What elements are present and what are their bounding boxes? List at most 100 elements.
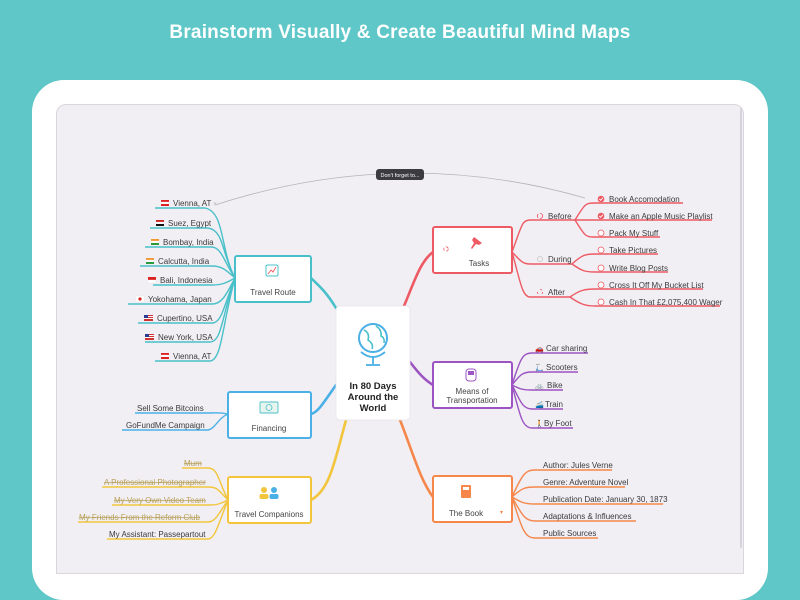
pin-icon	[471, 237, 482, 249]
scooter-icon: 🛴	[535, 363, 544, 372]
node-the-book[interactable]: The Book ▾	[432, 475, 513, 523]
train-icon	[465, 368, 477, 382]
flag-icon-jp	[135, 295, 145, 303]
companion-item-1[interactable]: Mum	[184, 459, 202, 468]
node-travel-route-title: Travel Route	[250, 288, 296, 297]
tooltip-text: Don't forget to...	[381, 173, 420, 179]
people-icon	[259, 487, 279, 499]
vertical-scrollbar[interactable]	[740, 108, 742, 548]
node-travel-route[interactable]: Travel Route	[234, 255, 312, 303]
transport-item-4[interactable]: Train	[545, 400, 563, 409]
financing-item-2[interactable]: GoFundMe Campaign	[126, 421, 205, 430]
flag-icon-in	[150, 239, 160, 245]
book-icon	[461, 485, 471, 498]
book-item-5[interactable]: Public Sources	[543, 529, 596, 538]
route-item-6[interactable]: Yokohama, Japan	[148, 295, 212, 304]
checkbox-empty-icon[interactable]	[597, 229, 605, 237]
task-item-5[interactable]: Write Blog Posts	[609, 264, 668, 273]
node-travel-companions[interactable]: Travel Companions	[227, 476, 312, 524]
task-item-3[interactable]: Pack My Stuff	[609, 229, 659, 238]
check-icon[interactable]	[597, 195, 605, 203]
transport-item-3[interactable]: Bike	[547, 381, 563, 390]
companion-item-2[interactable]: A Professional Photographer	[104, 478, 206, 487]
flag-icon-us	[145, 334, 154, 340]
branch-companions	[309, 418, 348, 502]
flag-icon-us	[144, 315, 153, 321]
progress-icon	[536, 255, 544, 263]
node-transportation[interactable]: Means of Transportation	[432, 361, 513, 409]
checkbox-empty-icon[interactable]	[597, 281, 605, 289]
companion-item-4[interactable]: My Friends From the Reform Club	[79, 513, 200, 522]
travel-route-items: Vienna, AT × Suez, Egypt Bombay, India C…	[135, 199, 217, 361]
chevron-down-icon[interactable]: ▾	[500, 510, 503, 516]
task-item-6[interactable]: Cross It Off My Bucket List	[609, 281, 704, 290]
task-item-4[interactable]: Take Pictures	[609, 246, 657, 255]
tasks-group-during[interactable]: During	[548, 255, 572, 264]
transport-leaf-lines	[511, 352, 588, 429]
book-leaf-lines	[511, 469, 663, 539]
train-icon: 🚄	[535, 400, 544, 409]
node-tasks-title: Tasks	[469, 259, 489, 268]
task-item-7[interactable]: Cash In That £2,075,400 Wager	[609, 298, 723, 307]
flag-icon-at	[160, 200, 170, 206]
mind-map[interactable]: Don't forget to... Vienna, AT × Suez, Eg…	[0, 0, 800, 562]
page-headline: Brainstorm Visually & Create Beautiful M…	[169, 22, 631, 43]
map-icon	[265, 264, 279, 277]
book-item-4[interactable]: Adaptations & Influences	[543, 512, 632, 521]
car-icon: 🚗	[535, 346, 544, 353]
center-title-line2: Around the	[348, 392, 399, 403]
node-transport-title-2: Transportation	[446, 396, 497, 405]
node-center[interactable]: In 80 Days Around the World	[335, 305, 411, 421]
companion-item-5[interactable]: My Assistant: Passepartout	[109, 530, 206, 539]
flag-icon-eg	[155, 220, 165, 226]
transport-item-5[interactable]: By Foot	[544, 419, 572, 428]
node-book-title: The Book	[449, 509, 484, 518]
branch-travel-route	[309, 276, 338, 310]
book-item-3[interactable]: Publication Date: January 30, 1873	[543, 495, 668, 504]
relationship-tooltip[interactable]	[376, 169, 424, 180]
tasks-group-after[interactable]: After	[548, 288, 565, 297]
book-item-1[interactable]: Author: Jules Verne	[543, 461, 613, 470]
node-transport-title-1: Means of	[456, 387, 490, 396]
companion-item-3[interactable]: My Very Own Video Team	[114, 496, 206, 505]
node-financing[interactable]: Financing	[227, 391, 312, 439]
bike-icon: 🚲	[535, 383, 544, 390]
financing-item-1[interactable]: Sell Some Bitcoins	[137, 404, 204, 413]
transport-item-1[interactable]: Car sharing	[546, 344, 587, 353]
route-item-9[interactable]: Vienna, AT	[173, 352, 212, 361]
tasks-group-before[interactable]: Before	[548, 212, 572, 221]
task-item-2[interactable]: Make an Apple Music Playlist	[609, 212, 713, 221]
transport-item-2[interactable]: Scooters	[546, 363, 578, 372]
checkbox-empty-icon[interactable]	[597, 246, 605, 254]
financing-leaf-lines	[122, 412, 229, 431]
travel-route-leaf-lines	[128, 207, 236, 362]
globe-icon	[358, 323, 388, 366]
route-item-8[interactable]: New York, USA	[158, 333, 213, 342]
check-icon[interactable]	[597, 212, 605, 220]
flag-icon-in	[145, 258, 155, 264]
flag-icon-at	[160, 353, 170, 359]
node-tasks[interactable]: Tasks	[432, 226, 513, 274]
progress-icon	[536, 288, 544, 296]
route-item-1[interactable]: Vienna, AT	[173, 199, 212, 208]
route-item-5[interactable]: Bali, Indonesia	[160, 276, 213, 285]
progress-icon	[536, 212, 544, 220]
center-title-line3: World	[360, 403, 387, 414]
route-item-2[interactable]: Suez, Egypt	[168, 219, 212, 228]
book-item-2[interactable]: Genre: Adventure Novel	[543, 478, 629, 487]
route-item-4[interactable]: Calcutta, India	[158, 257, 210, 266]
progress-icon	[443, 246, 449, 252]
money-icon	[259, 401, 279, 414]
node-financing-title: Financing	[252, 424, 287, 433]
route-item-7[interactable]: Cupertino, USA	[157, 314, 213, 323]
branch-tasks	[402, 250, 435, 308]
center-title-line1: In 80 Days	[350, 381, 397, 392]
task-item-1[interactable]: Book Accomodation	[609, 195, 680, 204]
walking-icon: 🚶	[535, 419, 544, 428]
close-icon[interactable]: ×	[213, 201, 217, 208]
branch-book	[398, 418, 435, 499]
route-item-3[interactable]: Bombay, India	[163, 238, 214, 247]
checkbox-empty-icon[interactable]	[597, 298, 605, 306]
checkbox-empty-icon[interactable]	[597, 264, 605, 272]
node-companions-title: Travel Companions	[234, 510, 303, 519]
